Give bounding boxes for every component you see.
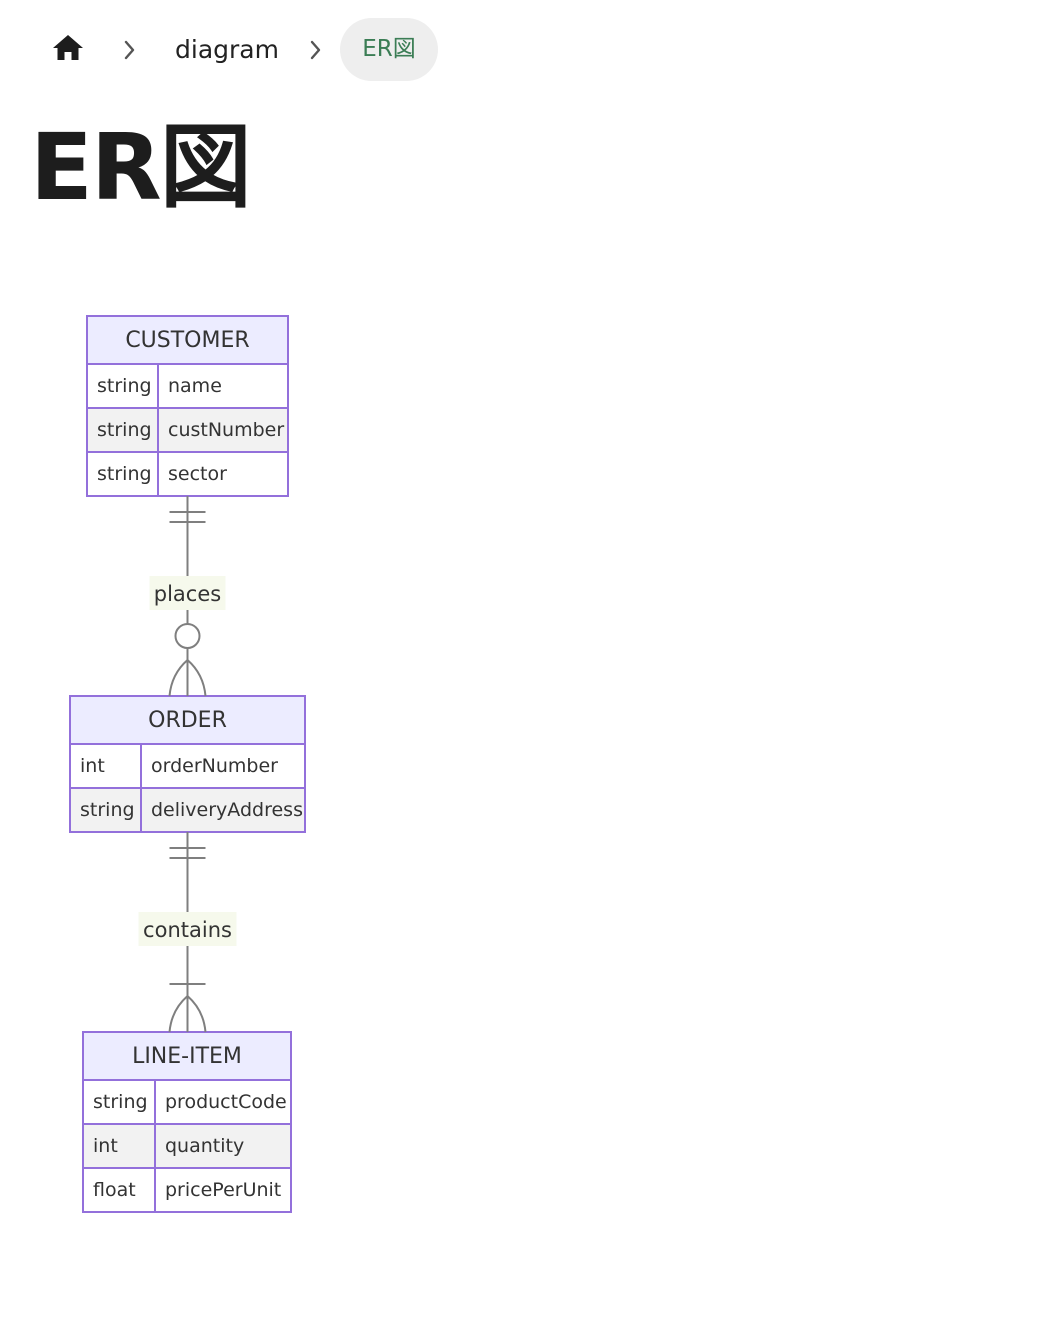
crows-foot-marker bbox=[168, 995, 189, 1033]
cardinality-zero-marker bbox=[174, 623, 201, 649]
home-icon[interactable] bbox=[50, 32, 86, 64]
attribute-type: string bbox=[97, 419, 152, 441]
entity-name: LINE-ITEM bbox=[132, 1044, 242, 1069]
attribute-name: orderNumber bbox=[151, 755, 278, 777]
breadcrumb-link-diagram[interactable]: diagram bbox=[175, 35, 279, 64]
relationship-label: places bbox=[154, 582, 221, 606]
relationship-label: contains bbox=[143, 918, 232, 942]
entity-order: ORDER int orderNumber string deliveryAddress bbox=[69, 695, 306, 833]
attribute-name: sector bbox=[168, 463, 227, 485]
crows-foot-marker bbox=[168, 659, 189, 697]
chevron-right-icon bbox=[308, 38, 324, 62]
relationship-contains: contains bbox=[138, 832, 237, 1033]
attribute-row: string custNumber bbox=[86, 407, 289, 453]
attribute-type: string bbox=[97, 375, 152, 397]
attribute-name: pricePerUnit bbox=[165, 1179, 281, 1201]
entity-line-item: LINE-ITEM string productCode int quantity flo… bbox=[82, 1031, 292, 1213]
attribute-row: string deliveryAddress bbox=[69, 787, 306, 833]
entity-name: ORDER bbox=[148, 708, 227, 733]
breadcrumb-current: ER図 bbox=[340, 18, 438, 81]
attribute-type: string bbox=[80, 799, 135, 821]
page-title: ER図 bbox=[30, 114, 252, 221]
relationship-label-bg bbox=[138, 912, 237, 946]
attribute-name: productCode bbox=[165, 1091, 287, 1113]
attribute-row: int orderNumber bbox=[69, 743, 306, 789]
attribute-row: string sector bbox=[86, 451, 289, 497]
attribute-type: string bbox=[93, 1091, 148, 1113]
entity-header bbox=[86, 315, 289, 365]
attribute-row: string productCode bbox=[82, 1079, 292, 1125]
relationship-label-bg bbox=[149, 576, 226, 610]
attribute-name: name bbox=[168, 375, 222, 397]
entity-header bbox=[69, 695, 306, 745]
chevron-right-icon bbox=[122, 38, 138, 62]
attribute-name: custNumber bbox=[168, 419, 284, 441]
attribute-row: string name bbox=[86, 363, 289, 409]
attribute-type: int bbox=[80, 755, 105, 777]
attribute-row: int quantity bbox=[82, 1123, 292, 1169]
entity-name: CUSTOMER bbox=[125, 328, 249, 353]
attribute-row: float pricePerUnit bbox=[82, 1167, 292, 1213]
attribute-name: quantity bbox=[165, 1135, 244, 1157]
relationship-places: places bbox=[149, 496, 226, 697]
attribute-type: string bbox=[97, 463, 152, 485]
attribute-type: int bbox=[93, 1135, 118, 1157]
attribute-type: float bbox=[93, 1179, 136, 1201]
breadcrumb: diagram ER図 bbox=[0, 0, 1052, 100]
attribute-name: deliveryAddress bbox=[151, 799, 303, 821]
